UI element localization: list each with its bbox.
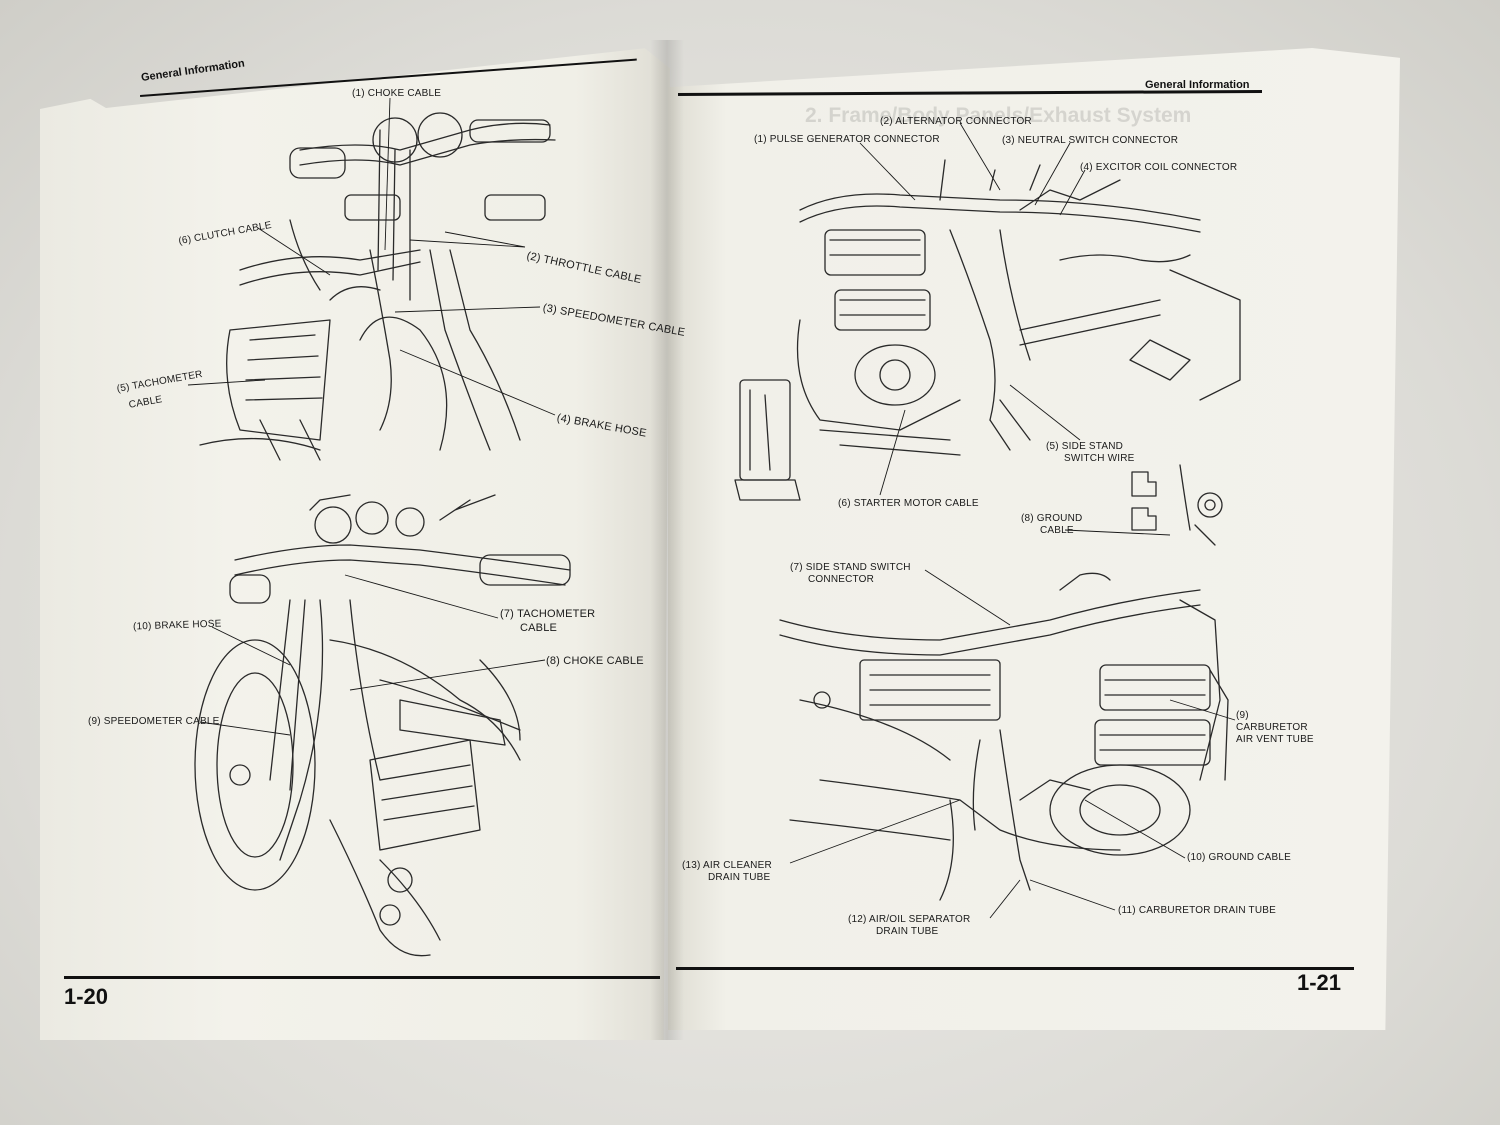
left-bottom-motorcycle-illustration <box>194 494 571 957</box>
label-side-stand-switch-wire-5-line2: SWITCH WIRE <box>1064 453 1135 464</box>
label-speedometer-cable-9: (9) SPEEDOMETER CABLE <box>88 716 220 727</box>
label-starter-motor-cable-6: (6) STARTER MOTOR CABLE <box>838 498 979 509</box>
right-bottom-engine-illustration <box>779 572 1229 901</box>
label-carburetor-air-vent-tube-9-line3: AIR VENT TUBE <box>1236 734 1314 745</box>
right-footer-rule <box>676 967 1354 970</box>
label-side-stand-switch-connector-7-line2: CONNECTOR <box>808 574 875 585</box>
right-top-engine-illustration <box>734 159 1241 501</box>
label-excitor-coil-connector-4: (4) EXCITOR COIL CONNECTOR <box>1080 162 1238 173</box>
label-tachometer-cable-7-line2: CABLE <box>520 622 558 634</box>
left-page <box>40 48 670 1040</box>
label-choke-cable-1: (1) CHOKE CABLE <box>352 88 442 99</box>
label-air-oil-separator-drain-tube-12-line1: (12) AIR/OIL SEPARATOR <box>848 914 971 925</box>
label-tachometer-cable-7-line1: (7) TACHOMETER <box>500 608 596 620</box>
label-air-cleaner-drain-tube-13-line2: DRAIN TUBE <box>708 872 771 883</box>
label-ground-cable-8-line1: (8) GROUND <box>1021 513 1083 524</box>
left-top-motorcycle-illustration <box>199 112 556 461</box>
label-ground-cable-8-line2: CABLE <box>1040 525 1074 536</box>
right-page-number: 1-21 <box>1297 970 1342 995</box>
label-alternator-connector-2: (2) ALTERNATOR CONNECTOR <box>880 116 1032 127</box>
book-gutter <box>650 40 684 1040</box>
label-side-stand-switch-connector-7-line1: (7) SIDE STAND SWITCH <box>790 562 911 573</box>
left-footer-rule <box>64 976 660 979</box>
right-page-header: General Information <box>1145 79 1250 91</box>
label-pulse-generator-connector-1: (1) PULSE GENERATOR CONNECTOR <box>754 134 940 145</box>
label-carburetor-air-vent-tube-9-line1: (9) <box>1236 710 1249 721</box>
label-carburetor-air-vent-tube-9-line2: CARBURETOR <box>1236 722 1308 733</box>
label-carburetor-drain-tube-11: (11) CARBURETOR DRAIN TUBE <box>1118 905 1277 916</box>
label-air-cleaner-drain-tube-13-line1: (13) AIR CLEANER <box>682 860 772 871</box>
left-page-number: 1-20 <box>64 984 109 1009</box>
right-page <box>668 48 1400 1030</box>
bleed-through-title: 2. Frame/Body Panels/Exhaust System <box>805 104 1192 127</box>
label-ground-cable-10: (10) GROUND CABLE <box>1187 852 1291 863</box>
label-neutral-switch-connector-3: (3) NEUTRAL SWITCH CONNECTOR <box>1002 135 1179 146</box>
label-air-oil-separator-drain-tube-12-line2: DRAIN TUBE <box>876 926 939 937</box>
ground-terminal-inset <box>1131 464 1223 546</box>
label-side-stand-switch-wire-5-line1: (5) SIDE STAND <box>1046 441 1124 452</box>
label-choke-cable-8: (8) CHOKE CABLE <box>546 655 644 667</box>
